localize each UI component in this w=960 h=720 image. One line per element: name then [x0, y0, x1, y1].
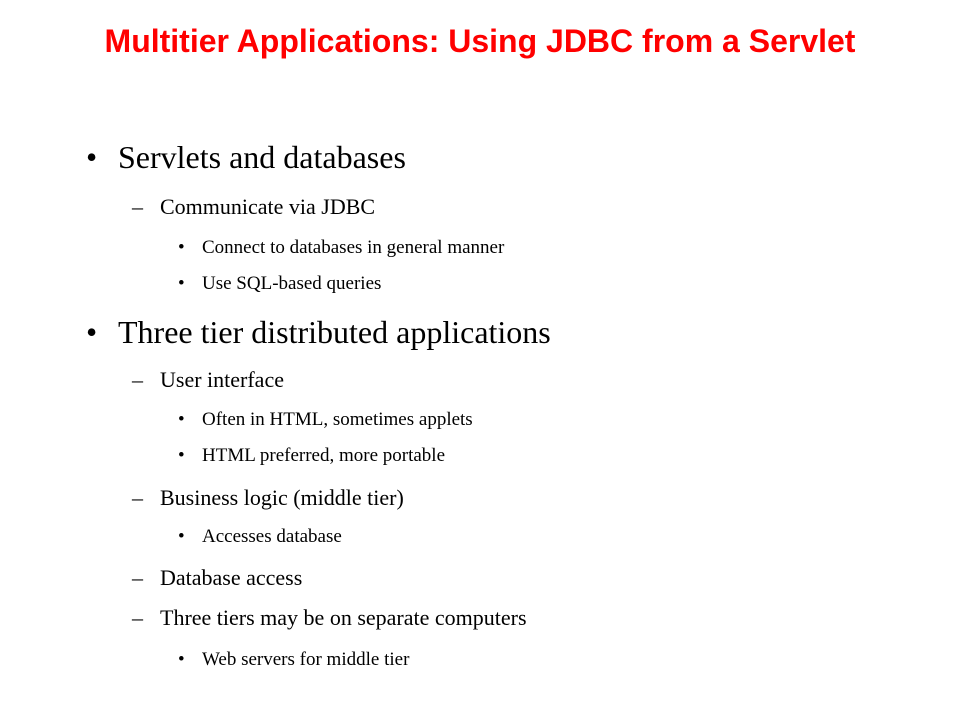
bullet-marker: • [86, 139, 98, 175]
sub-bullet-text: Business logic (middle tier) [160, 485, 404, 510]
sub-sub-bullet-text: Web servers for middle tier [202, 649, 410, 670]
bullet-marker: • [178, 237, 185, 258]
bullet-text: Three tier distributed applications [118, 314, 551, 350]
sub-sub-bullet-text: HTML preferred, more portable [202, 445, 446, 466]
sub-sub-bullet-text: Accesses database [202, 526, 342, 547]
bullet-marker: • [178, 273, 185, 294]
sub-bullet-text: Three tiers may be on separate computers [160, 605, 527, 630]
dash-marker: – [132, 194, 143, 219]
sub-bullet-text: Database access [160, 565, 303, 590]
dash-marker: – [132, 485, 143, 510]
sub-bullet-text: User interface [160, 367, 284, 392]
bullet-marker: • [178, 526, 185, 547]
sub-sub-bullet-text: Use SQL-based queries [202, 273, 382, 294]
bullet-text: Servlets and databases [118, 139, 406, 175]
bullet-marker: • [178, 649, 185, 670]
sub-sub-bullet-text: Often in HTML, sometimes applets [202, 409, 473, 430]
sub-sub-bullet-text: Connect to databases in general manner [202, 237, 505, 258]
bullet-marker: • [178, 445, 185, 466]
dash-marker: – [132, 605, 143, 630]
dash-marker: – [132, 565, 143, 590]
bullet-marker: • [86, 314, 98, 350]
dash-marker: – [132, 367, 143, 392]
bullet-marker: • [178, 409, 185, 430]
slide-title: Multitier Applications: Using JDBC from … [104, 23, 856, 59]
sub-bullet-text: Communicate via JDBC [160, 194, 376, 219]
